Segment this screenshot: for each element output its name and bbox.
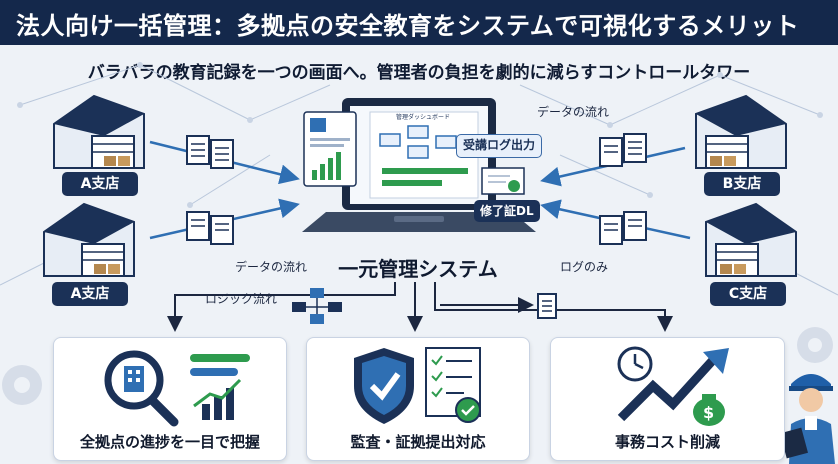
- document-icon: [599, 133, 647, 167]
- card-caption-progress: 全拠点の進捗を一目で把握: [79, 433, 260, 451]
- document-icon: [599, 211, 647, 245]
- laptop-screen-title: 管理ダッシュボード: [396, 114, 451, 121]
- worker-illustration: [785, 374, 835, 464]
- laptop-icon: [302, 98, 536, 232]
- branch-top-left: [52, 92, 152, 178]
- network-background: [0, 62, 838, 405]
- branch-label-bottom-right: C支店: [710, 282, 786, 306]
- card-caption-audit: 監査・証拠提出対応: [350, 433, 486, 451]
- subtitle: バラバラの教育記録を一つの画面へ。管理者の負担を劇的に減らすコントロールタワー: [87, 63, 751, 83]
- warehouse-icon: [53, 94, 145, 169]
- page-title: 法人向け一括管理：多拠点の安全教育をシステムで可視化するメリット: [16, 12, 800, 40]
- benefit-card-progress: 全拠点の進捗を一目で把握: [53, 337, 287, 461]
- flowchart-icon: [292, 288, 342, 324]
- card-caption-cost: 事務コスト削減: [614, 433, 720, 451]
- warehouse-icon: [705, 202, 797, 277]
- svg-text:$: $: [703, 403, 714, 422]
- system-title: 一元管理システム: [338, 257, 498, 281]
- edge-label-data-flow-left: データの流れ: [235, 260, 308, 274]
- document-icon: [186, 211, 234, 245]
- document-icon: [186, 135, 234, 169]
- branch-label-top-left: A支店: [62, 172, 138, 196]
- header-bar: 法人向け一括管理：多拠点の安全教育をシステムで可視化するメリット: [0, 0, 838, 45]
- branch-bottom-left: [42, 200, 142, 286]
- branch-label-bottom-left: A支店: [52, 282, 128, 306]
- badge-certificate-download: 修了証DL: [474, 200, 540, 222]
- branch-top-right: [688, 92, 788, 178]
- warehouse-icon: [43, 202, 135, 277]
- magnifier-dashboard-icon: [104, 350, 250, 427]
- certificate-icon: [481, 167, 525, 195]
- shield-document-icon: [354, 347, 481, 424]
- edge-label-logic-flow: ロジック流れ: [205, 292, 278, 306]
- benefit-card-audit: 監査・証拠提出対応: [306, 337, 530, 461]
- edge-label-log-only: ログのみ: [560, 260, 609, 274]
- branch-bottom-right: [698, 200, 798, 286]
- branch-label-top-right: B支店: [704, 172, 780, 196]
- edge-label-data-flow-top: データの流れ: [537, 105, 610, 119]
- cost-reduction-icon: $: [617, 346, 729, 426]
- laptop-dashboard: 管理ダッシュボード: [300, 92, 540, 246]
- benefit-card-cost: $ 事務コスト削減: [550, 337, 785, 461]
- badge-log-export: 受講ログ出力: [456, 134, 543, 158]
- document-icon: [537, 293, 557, 319]
- warehouse-icon: [695, 94, 787, 169]
